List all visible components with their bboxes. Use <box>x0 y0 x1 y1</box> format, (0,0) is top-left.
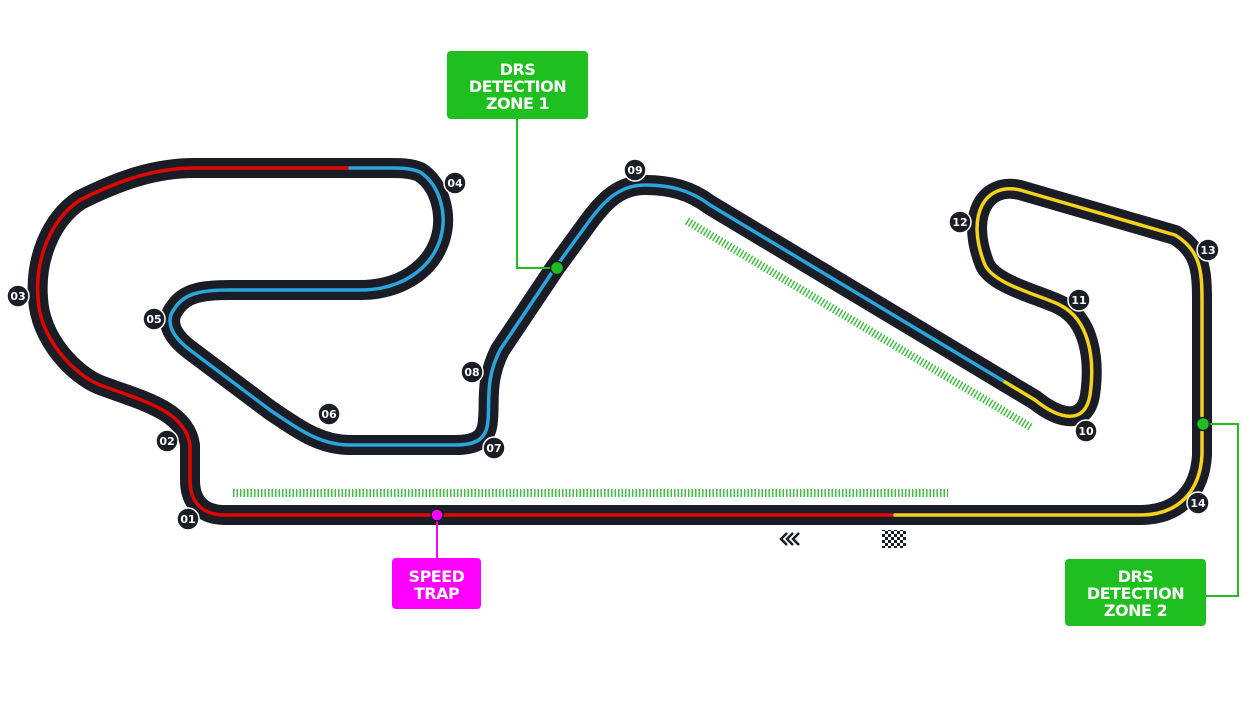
drs-1-connector <box>516 118 557 269</box>
drs-detection-zone-2-label: DRS DETECTION ZONE 2 <box>1065 559 1206 626</box>
svg-text:12: 12 <box>952 216 967 229</box>
turn-badge-14: 14 <box>1186 491 1210 515</box>
svg-text:02: 02 <box>159 435 174 448</box>
drs2-line-2: DETECTION <box>1087 584 1184 603</box>
speed-trap-point <box>430 508 444 522</box>
drs-detection-point-1 <box>549 260 565 276</box>
turn-badge-08: 08 <box>460 360 484 384</box>
callout-lines <box>436 118 1239 597</box>
svg-text:04: 04 <box>447 177 463 190</box>
turn-badge-10: 10 <box>1074 419 1098 443</box>
turn-badge-09: 09 <box>623 158 647 182</box>
turn-badge-03: 03 <box>6 284 30 308</box>
turn-badge-07: 07 <box>482 436 506 460</box>
drs-zones <box>233 217 1035 497</box>
svg-text:01: 01 <box>180 513 195 526</box>
sector-1 <box>35 166 897 517</box>
svg-text:10: 10 <box>1078 425 1094 438</box>
svg-text:06: 06 <box>321 408 337 421</box>
turn-badges: 01 02 03 04 05 06 07 08 09 10 11 12 13 1… <box>6 158 1220 531</box>
turn-badge-06: 06 <box>317 402 341 426</box>
drs-2-connector <box>1203 423 1239 597</box>
speed-trap-line-2: TRAP <box>414 584 460 603</box>
drs-zone-back-straight <box>684 217 1035 432</box>
drs-detection-zone-1-label: DRS DETECTION ZONE 1 <box>447 51 588 119</box>
drs1-line-2: DETECTION <box>469 77 566 96</box>
turn-badge-13: 13 <box>1196 238 1220 262</box>
checkered-flag-icon <box>882 530 906 548</box>
direction-chevrons-icon <box>779 532 800 546</box>
sector-2 <box>168 166 1007 447</box>
svg-text:07: 07 <box>486 442 501 455</box>
svg-text:13: 13 <box>1200 244 1215 257</box>
turn-badge-12: 12 <box>948 210 972 234</box>
turn-badge-05: 05 <box>142 307 166 331</box>
turn-badge-11: 11 <box>1067 288 1091 312</box>
drs-detection-point-2 <box>1195 416 1211 432</box>
track <box>27 158 1212 525</box>
svg-text:08: 08 <box>464 366 479 379</box>
sector-3 <box>893 187 1204 517</box>
drs2-line-1: DRS <box>1118 567 1154 586</box>
speed-trap-line-1: SPEED <box>409 567 465 586</box>
svg-text:14: 14 <box>1190 497 1206 510</box>
speed-trap-label: SPEED TRAP <box>392 558 481 609</box>
svg-text:09: 09 <box>627 164 642 177</box>
svg-text:03: 03 <box>10 290 25 303</box>
drs1-line-3: ZONE 1 <box>486 94 550 113</box>
svg-text:11: 11 <box>1071 294 1086 307</box>
turn-badge-01: 01 <box>176 507 200 531</box>
svg-text:05: 05 <box>146 313 161 326</box>
turn-badge-04: 04 <box>443 171 467 195</box>
turn-badge-02: 02 <box>155 429 179 453</box>
drs2-line-3: ZONE 2 <box>1104 601 1167 620</box>
track-asphalt <box>27 158 1212 525</box>
drs1-line-1: DRS <box>500 60 536 79</box>
